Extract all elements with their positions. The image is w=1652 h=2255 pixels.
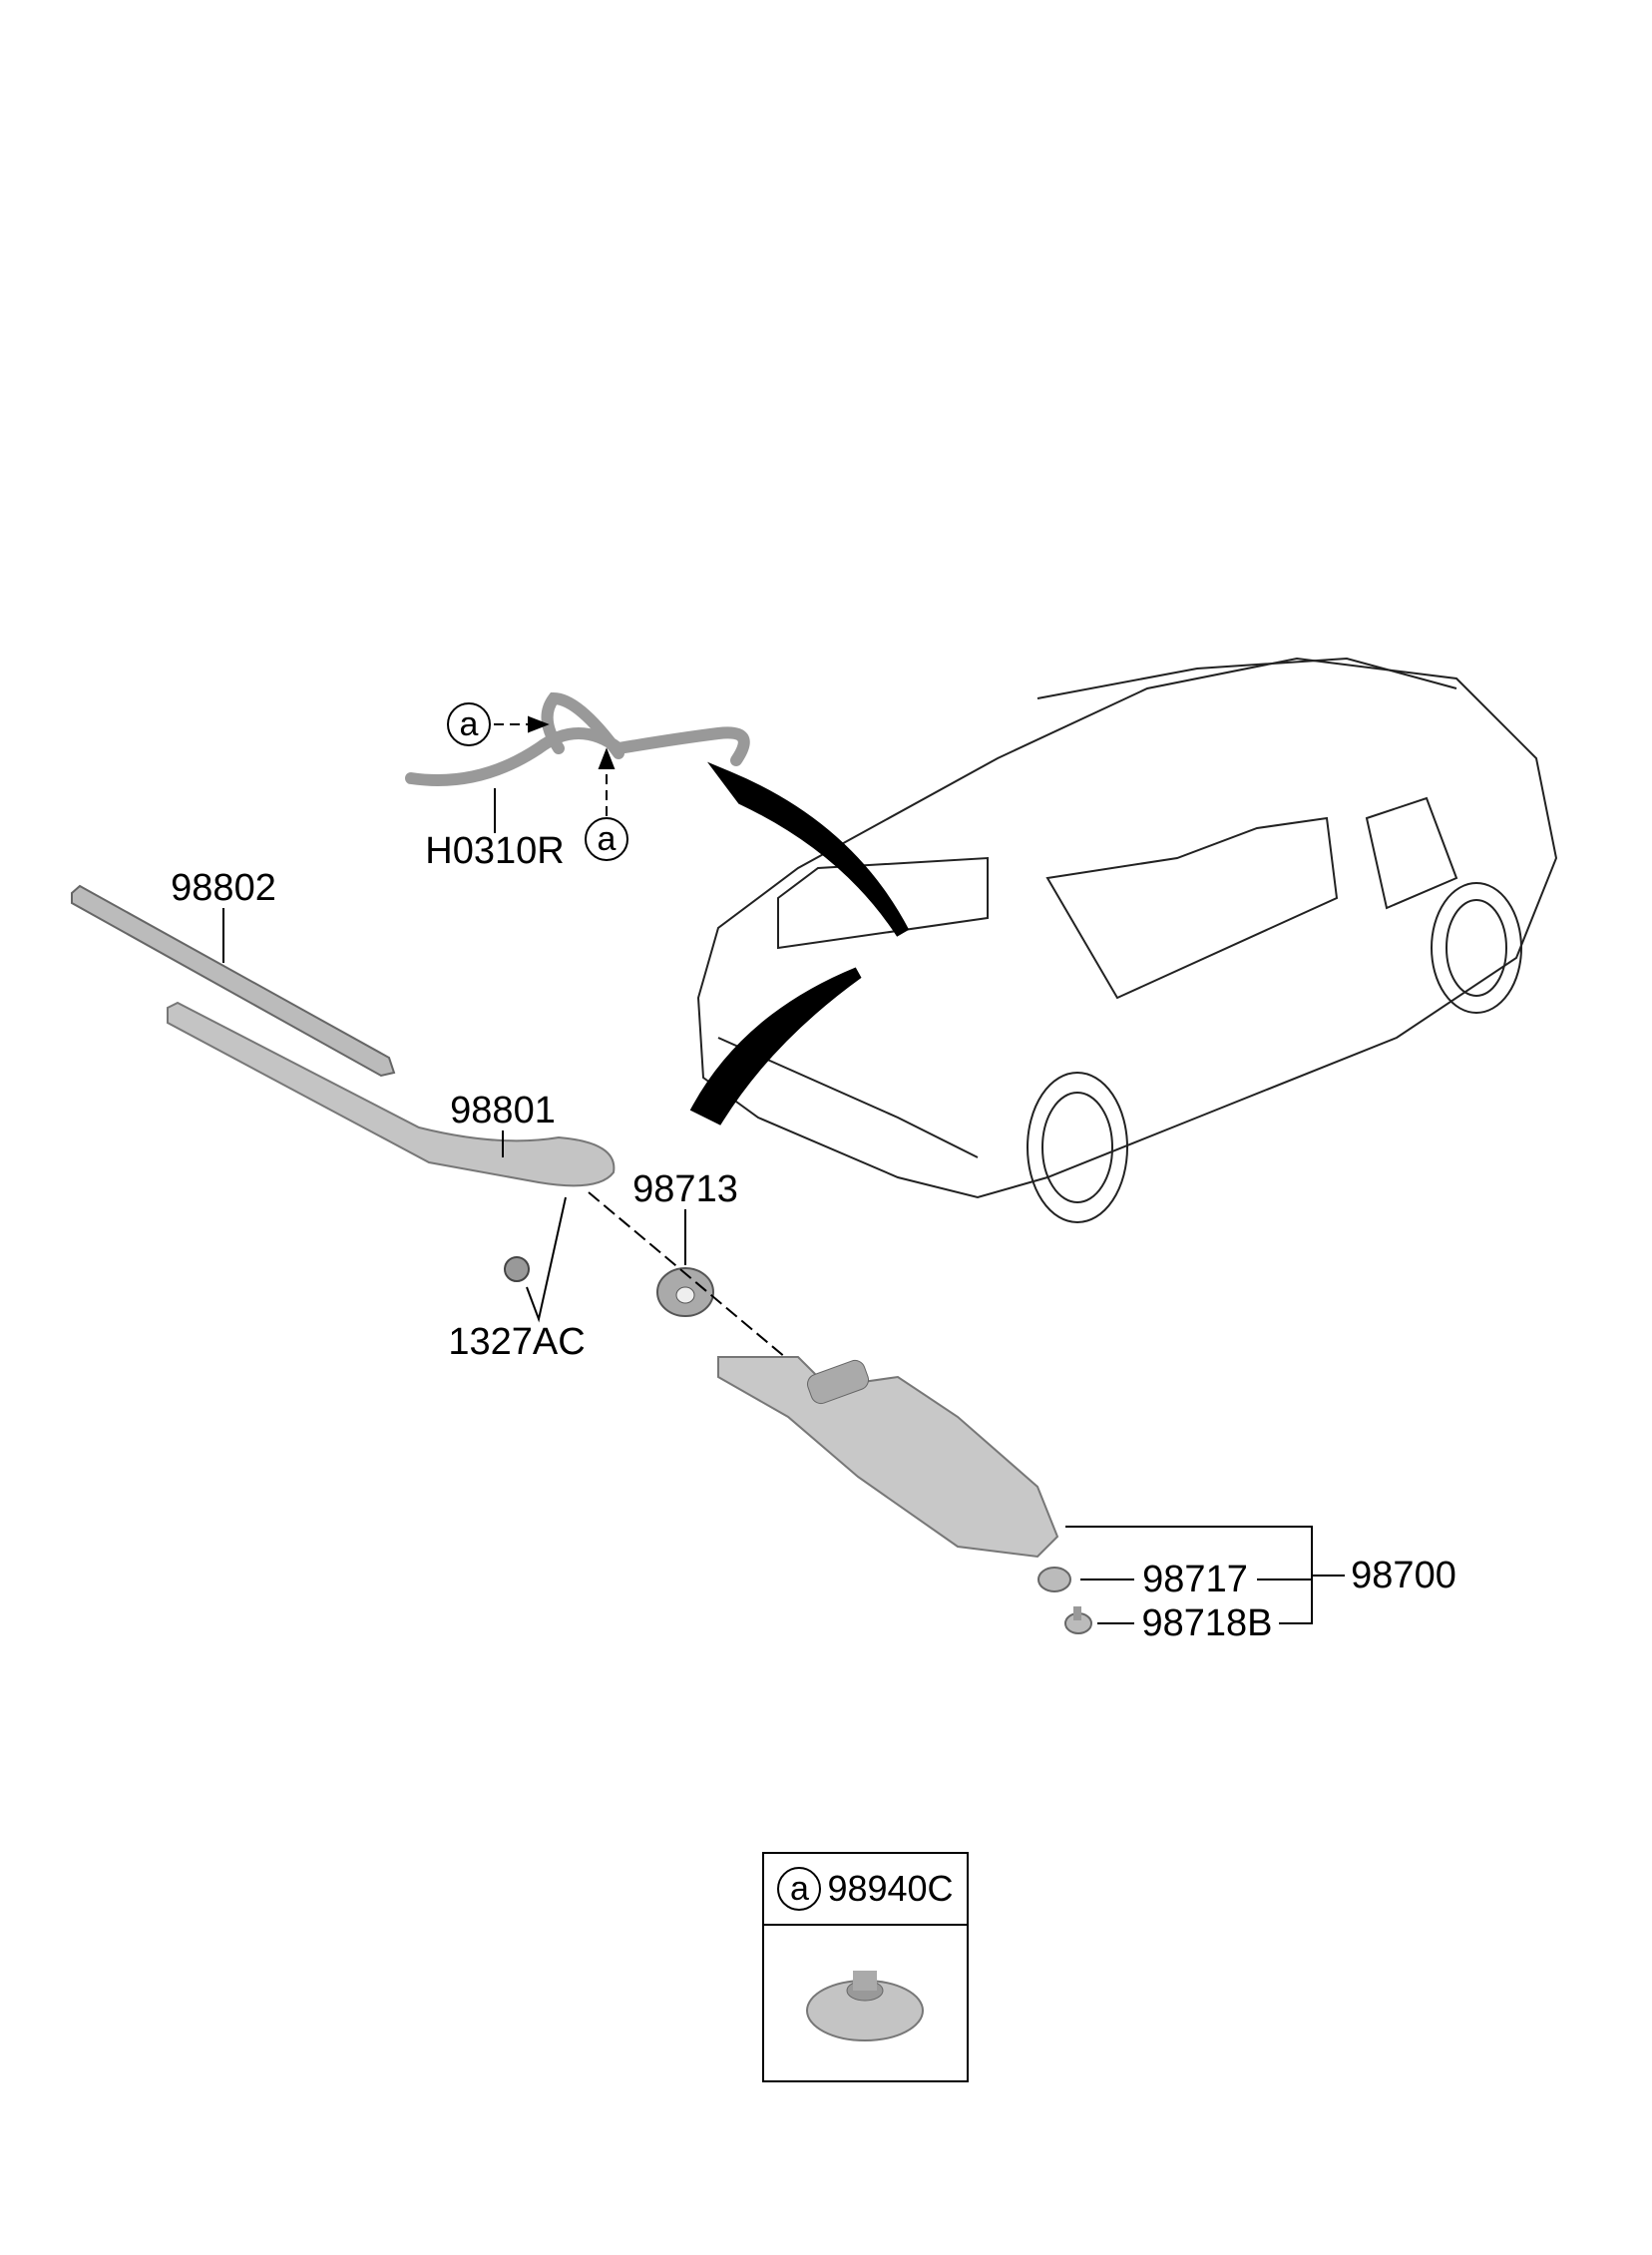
part-label-H0310R[interactable]: H0310R (425, 830, 565, 872)
callout-legend-box: a 98940C (762, 1852, 969, 2082)
pointer-wedge-upper (706, 761, 910, 937)
wiper-motor (717, 1356, 1059, 1559)
wiper-blade (71, 884, 396, 1078)
legend-callout-a: a (777, 1867, 822, 1911)
legend-header: a 98940C (764, 1854, 967, 1926)
car-outline (696, 657, 1558, 1223)
assembly-bracket (1065, 1526, 1345, 1624)
callout-a-bottom: a (585, 817, 628, 861)
part-label-98713[interactable]: 98713 (632, 1168, 738, 1210)
part-label-98718B[interactable]: 98718B (1141, 1602, 1273, 1644)
pointer-wedge-lower (689, 967, 862, 1126)
part-label-98802[interactable]: 98802 (171, 867, 276, 909)
washer-hose (405, 691, 750, 786)
callout-a-top: a (447, 702, 491, 746)
clip-98940C-image (806, 1971, 924, 2041)
part-label-1327AC[interactable]: 1327AC (448, 1321, 586, 1363)
grommet-98717 (1037, 1567, 1071, 1592)
wiper-arm (167, 1001, 616, 1187)
part-label-98700[interactable]: 98700 (1351, 1555, 1456, 1596)
part-label-98801[interactable]: 98801 (450, 1090, 556, 1131)
part-label-98717[interactable]: 98717 (1142, 1559, 1248, 1600)
nut-1327AC (504, 1256, 530, 1282)
part-label-98940C[interactable]: 98940C (827, 1868, 954, 1909)
